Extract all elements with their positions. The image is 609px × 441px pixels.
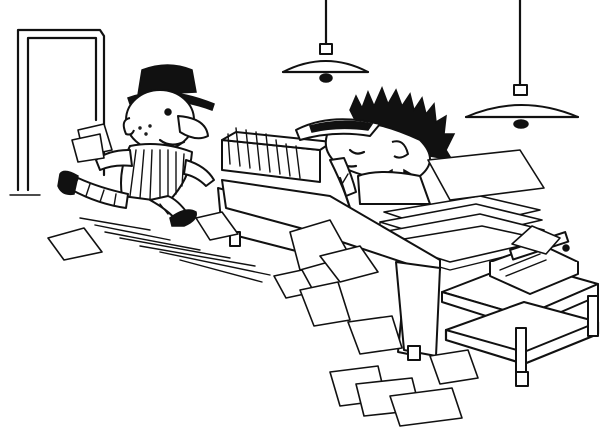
ceiling-lamp-right: [464, 0, 580, 129]
exhausted-clerk: [295, 86, 456, 205]
speed-lines: [79, 217, 271, 283]
doorway: [9, 28, 106, 196]
cluttered-desk: [217, 179, 441, 361]
running-man-in-hat: [57, 64, 215, 227]
typewriter: [489, 225, 579, 295]
ceiling-lamp-left: [281, 0, 370, 83]
scattered-papers: [47, 211, 479, 427]
